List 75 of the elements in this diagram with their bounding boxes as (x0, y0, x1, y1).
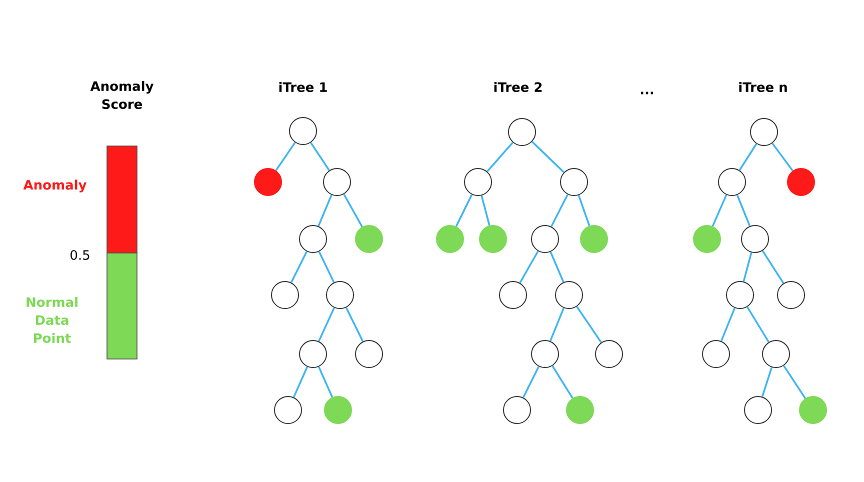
leaf-circle (254, 168, 282, 196)
legend-label: Normal Data Point (26, 296, 78, 344)
tree-node (531, 225, 559, 253)
tree-node (289, 117, 317, 145)
tree-title: iTree 2 (494, 82, 542, 92)
tree-branch (550, 252, 564, 282)
tree-branch (531, 141, 565, 173)
tree-branch (746, 306, 770, 343)
tree-node (464, 168, 492, 196)
tree-node (718, 168, 746, 196)
tree-branch (292, 366, 308, 398)
tree-branch (486, 142, 514, 172)
leaf-circle (693, 225, 721, 253)
tree-node (508, 118, 536, 146)
tree-node (595, 340, 623, 368)
leaf-circle (324, 396, 352, 424)
tree-branch (552, 365, 574, 399)
tree-branch (782, 365, 806, 399)
tree-node (299, 340, 327, 368)
tree-node (355, 340, 383, 368)
tree-node (560, 168, 588, 196)
tree-node (274, 396, 302, 424)
tree-node (531, 340, 559, 368)
label-heading: Anomaly Score (90, 80, 154, 110)
tree-node (741, 225, 769, 253)
ellipsis: ... (640, 92, 654, 94)
tree-node (777, 281, 805, 309)
tree-branch (772, 142, 794, 172)
tree-branch (720, 308, 736, 342)
tree-node (555, 281, 583, 309)
tree-branch (578, 194, 590, 226)
tree-node (299, 225, 327, 253)
leaf-circle (355, 225, 383, 253)
tree-title: iTree n (739, 82, 787, 92)
tree-branch (549, 308, 565, 342)
tree-node (744, 396, 772, 424)
tree-node (499, 281, 527, 309)
tree-branch (345, 307, 364, 342)
tree-node (726, 281, 754, 309)
tree-branch (519, 250, 539, 284)
leaf-circle (580, 225, 608, 253)
leaf-circle (566, 396, 594, 424)
tree-branch (736, 194, 751, 226)
legend-label: Anomaly (23, 180, 87, 192)
tree-branch (455, 194, 473, 227)
tree-branch (712, 194, 728, 227)
scale-value: 0.5 (70, 250, 90, 260)
tree-branch (318, 251, 335, 283)
leaf-circle (799, 396, 827, 424)
tree-branch (742, 252, 752, 282)
leaf-circle (436, 225, 464, 253)
tree-node (323, 168, 351, 196)
tree-node (271, 281, 299, 309)
tree-branch (522, 366, 540, 398)
tree-branch (318, 307, 335, 342)
tree-branch (318, 366, 334, 398)
leaf-circle (787, 168, 815, 196)
tree-node (750, 118, 778, 146)
tree-branch (480, 195, 490, 226)
tree-branch (310, 142, 330, 171)
tree-branch (290, 251, 308, 283)
tree-branch (738, 143, 758, 171)
tree-branch (318, 194, 332, 226)
tree-branch (761, 367, 773, 397)
tree-node (762, 340, 790, 368)
tree-branch (576, 306, 602, 343)
tree-branch (762, 250, 784, 284)
tree-node (702, 340, 730, 368)
tree-title: iTree 1 (279, 82, 327, 92)
tree-branch (343, 194, 363, 228)
leaf-circle (479, 225, 507, 253)
tree-node (326, 281, 354, 309)
tree-branch (550, 194, 568, 227)
tree-node (503, 396, 531, 424)
tree-branch (275, 142, 296, 171)
